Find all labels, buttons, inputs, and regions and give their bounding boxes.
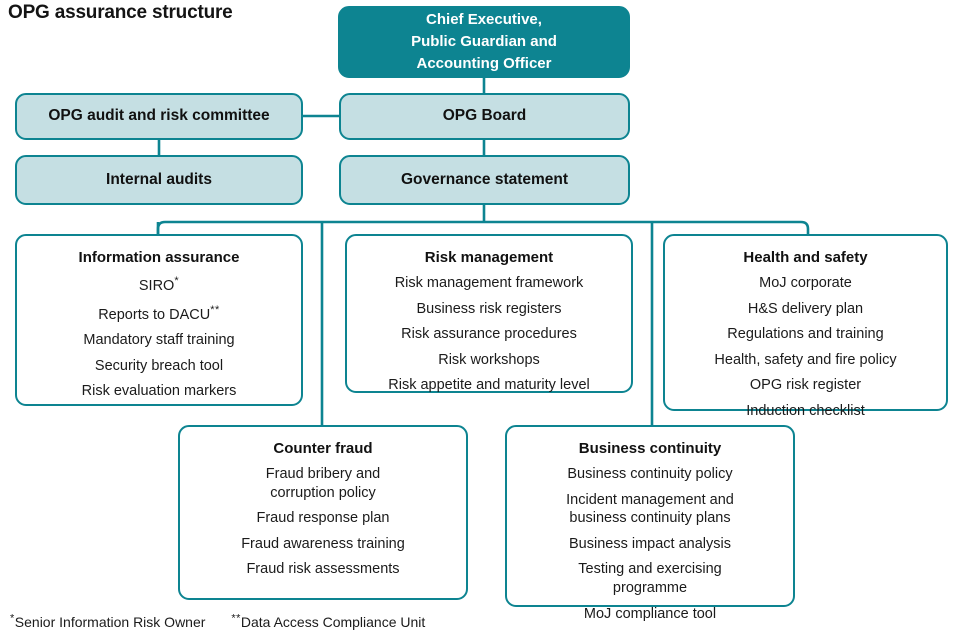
panel-information-assurance-title: Information assurance bbox=[78, 249, 240, 266]
panel-health-and-safety-title: Health and safety bbox=[743, 249, 868, 266]
panel-list-item: Risk management framework bbox=[394, 275, 584, 292]
footnote-marker: ** bbox=[210, 303, 220, 316]
panel-business-continuity-title: Business continuity bbox=[578, 440, 722, 457]
footnote-marker: * bbox=[10, 612, 15, 624]
panel-list-item: SIRO* bbox=[138, 275, 180, 295]
node-opg-audit-and-risk-committee[interactable]: OPG audit and risk committee bbox=[15, 93, 303, 140]
panel-risk-management-title: Risk management bbox=[424, 249, 554, 266]
footnotes: *Senior Information Risk Owner **Data Ac… bbox=[10, 612, 425, 630]
ceo-line-2: Public Guardian and bbox=[411, 33, 557, 51]
node-chief-executive[interactable]: Chief Executive, Public Guardian and Acc… bbox=[338, 6, 630, 78]
panel-list-item: OPG risk register bbox=[749, 377, 862, 394]
panel-list-item: Security breach tool bbox=[94, 357, 224, 374]
node-opg-board-label: OPG Board bbox=[442, 107, 527, 125]
node-governance-statement-label: Governance statement bbox=[400, 170, 569, 188]
panel-list-item: Risk evaluation markers bbox=[81, 383, 237, 400]
panel-list-item: Business continuity policy bbox=[567, 466, 733, 483]
node-internal-audits-label: Internal audits bbox=[106, 170, 212, 188]
node-opg-board[interactable]: OPG Board bbox=[339, 93, 630, 140]
panel-information-assurance-items: SIRO* Reports to DACU** Mandatory staff tr… bbox=[9, 274, 309, 400]
panel-list-item: Fraud risk assessments bbox=[246, 561, 400, 578]
node-opg-audit-and-risk-committee-label: OPG audit and risk committee bbox=[48, 107, 270, 125]
panel-list-item: Reports to DACU** bbox=[98, 303, 220, 323]
ceo-line-1: Chief Executive, bbox=[426, 11, 542, 29]
node-internal-audits[interactable]: Internal audits bbox=[15, 155, 303, 205]
panel-business-continuity[interactable]: Business continuity Business continuity … bbox=[505, 425, 795, 622]
node-governance-statement[interactable]: Governance statement bbox=[339, 155, 630, 205]
panel-list-item: Induction checklist bbox=[746, 402, 865, 419]
panel-information-assurance[interactable]: Information assurance SIRO* Reports to DA… bbox=[15, 234, 303, 406]
footnote-marker: * bbox=[174, 275, 180, 288]
panel-risk-management[interactable]: Risk management Risk management framewor… bbox=[345, 234, 633, 393]
panel-list-item: Fraud response plan bbox=[256, 510, 390, 527]
panel-list-item: Risk assurance procedures bbox=[401, 326, 577, 343]
panel-list-item: MoJ compliance tool bbox=[583, 605, 717, 622]
panel-list-item: Mandatory staff training bbox=[83, 332, 235, 348]
panel-list-item: Business impact analysis bbox=[569, 535, 731, 552]
panel-list-item: Risk appetite and maturity level bbox=[388, 377, 590, 394]
ceo-line-3: Accounting Officer bbox=[416, 54, 552, 72]
panel-list-item: Health, safety and fire policy bbox=[714, 351, 897, 368]
panel-list-item: Risk workshops bbox=[438, 351, 540, 368]
footnote-dacu: **Data Access Compliance Unit bbox=[231, 612, 426, 630]
panel-list-item: Business risk registers bbox=[416, 300, 562, 317]
panel-list-item: H&S delivery plan bbox=[747, 300, 864, 317]
footnote-marker: ** bbox=[231, 612, 241, 624]
node-chief-executive-label: Chief Executive, Public Guardian and Acc… bbox=[401, 9, 567, 74]
footnote-siro: *Senior Information Risk Owner bbox=[10, 612, 206, 630]
page-title: OPG assurance structure bbox=[8, 2, 233, 23]
panel-list-item: Regulations and training bbox=[727, 326, 884, 343]
panel-list-item: MoJ corporate bbox=[759, 275, 852, 292]
panel-list-item: Fraud awareness training bbox=[241, 535, 405, 552]
panel-counter-fraud-title: Counter fraud bbox=[273, 440, 373, 457]
